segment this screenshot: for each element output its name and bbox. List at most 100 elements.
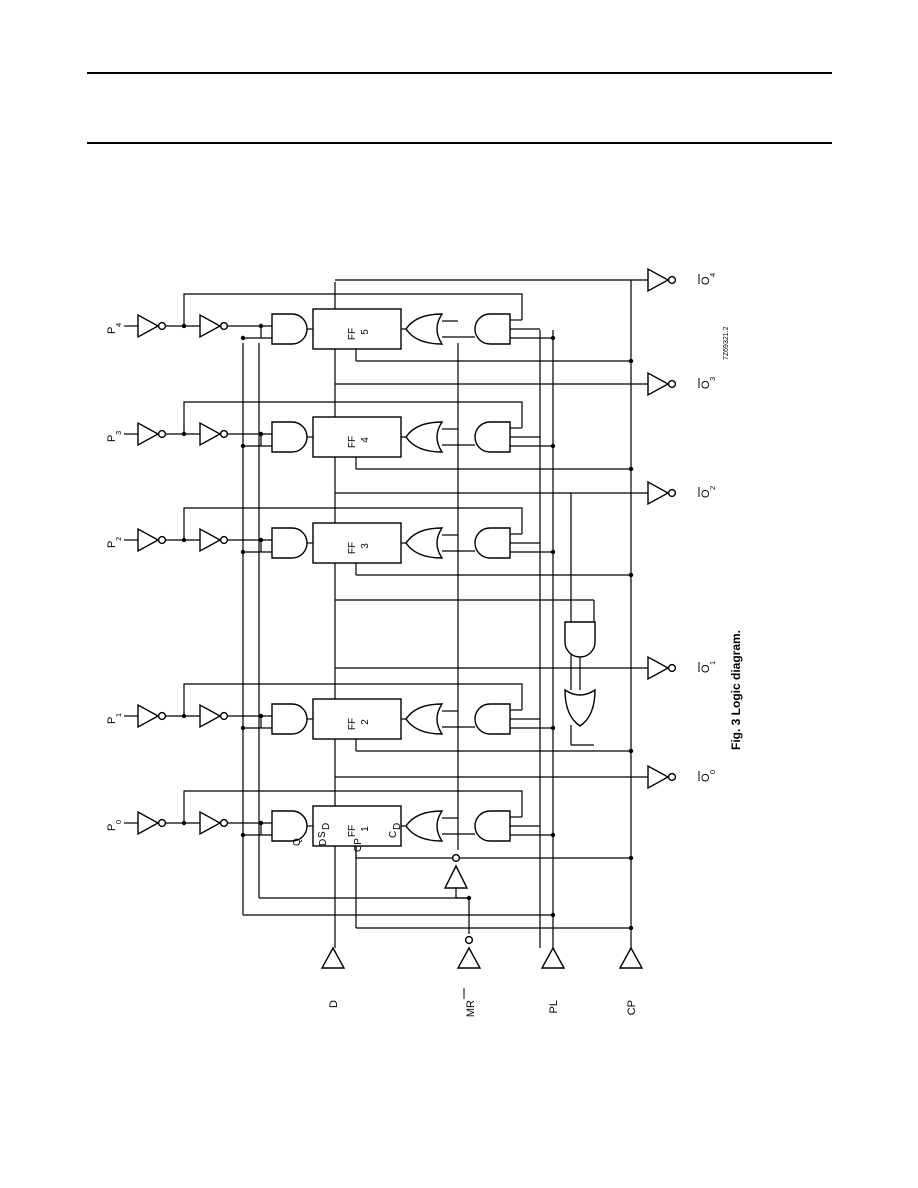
junction-dot — [628, 748, 634, 754]
output-buffer-3 — [647, 372, 677, 396]
output-buffer-1 — [647, 656, 677, 680]
ff-label-1: FF — [347, 825, 358, 837]
p-feedback — [183, 401, 523, 434]
ff-label-3: FF — [347, 542, 358, 554]
p-inverter-2 — [199, 528, 229, 552]
p-input-label-2: P — [106, 541, 118, 548]
and-gate-reset-2 — [474, 527, 511, 559]
junction-dot — [240, 725, 246, 731]
p-input-sub-1: 1 — [114, 713, 123, 717]
or-gate-reset-0 — [405, 810, 443, 842]
and-gate-reset-3 — [474, 421, 511, 453]
junction-dot — [240, 443, 246, 449]
flip-flop-4 — [312, 416, 402, 458]
ff1-pin-cd: C — [388, 831, 399, 838]
mr-to-inverter — [455, 888, 470, 934]
p-input-buffer-2 — [137, 528, 167, 552]
and-gate-reset-1 — [474, 703, 511, 735]
junction-dot — [550, 912, 556, 918]
ff-label-4: FF — [347, 436, 358, 448]
and-gate-reset-4 — [474, 313, 511, 345]
or-gate-reset-2 — [405, 527, 443, 559]
output-sub-2: 2 — [708, 486, 717, 490]
output-buffer-4 — [647, 268, 677, 292]
header-rule — [87, 142, 832, 144]
top-rule — [87, 72, 832, 74]
and-gate-set-4 — [271, 313, 308, 345]
junction-dot — [240, 335, 246, 341]
output-buffer-2 — [647, 481, 677, 505]
and-gate-reset-0 — [474, 810, 511, 842]
decoder-and-gate — [564, 621, 596, 658]
p-input-buffer-4 — [137, 314, 167, 338]
output-sub-1: 1 — [708, 661, 717, 665]
junction-dot — [628, 925, 634, 931]
junction-dot — [466, 895, 472, 901]
p-input-sub-0: 0 — [114, 820, 123, 824]
p-input-buffer-0 — [137, 811, 167, 835]
p-input-label-0: P — [106, 824, 118, 831]
p-inverter-1 — [199, 704, 229, 728]
p-inverter-3 — [199, 422, 229, 446]
p-input-sub-3: 3 — [114, 431, 123, 435]
output-buffer-0 — [647, 765, 677, 789]
ff-label-2: FF — [347, 718, 358, 730]
junction-dot — [550, 725, 556, 731]
junction-dot — [550, 443, 556, 449]
junction-dot — [258, 431, 264, 437]
junction-dot — [240, 832, 246, 838]
figure-code: 7Z69321.2 — [723, 326, 730, 360]
ff1-pin-cp: CP — [353, 838, 364, 852]
ff-number-2: 2 — [360, 719, 371, 725]
input-label-mr: MR — [465, 1000, 477, 1017]
output-sub-3: 3 — [708, 377, 717, 381]
p-input-label-1: P — [106, 717, 118, 724]
output-sub-0: 0 — [708, 770, 717, 774]
junction-dot — [550, 335, 556, 341]
junction-dot — [628, 572, 634, 578]
p-input-buffer-1 — [137, 704, 167, 728]
ff1-pin-sd-sub: D — [321, 823, 332, 830]
junction-dot — [628, 466, 634, 472]
and-gate-set-1 — [271, 703, 308, 735]
ff-label-5: FF — [347, 328, 358, 340]
p-feedback — [183, 683, 523, 716]
junction-dot — [258, 323, 264, 329]
ff1-pin-labels: D Q — [292, 838, 329, 846]
pl-input-buffer — [540, 946, 566, 969]
input-label-pl: PL — [548, 1000, 560, 1013]
output-label-4: O — [700, 276, 712, 285]
flip-flop-1 — [312, 805, 402, 847]
cp-input-buffer — [618, 946, 644, 969]
and-gate-set-3 — [271, 421, 308, 453]
and-gate-set-2 — [271, 527, 308, 559]
decoder-or-gate — [564, 689, 596, 727]
ff-number-5: 5 — [360, 329, 371, 335]
figure-caption: Fig. 3 Logic diagram. — [729, 630, 743, 750]
p-input-sub-2: 2 — [114, 537, 123, 541]
input-label-d: D — [328, 1000, 340, 1008]
junction-dot — [258, 713, 264, 719]
and-gate-set-0 — [271, 810, 308, 842]
or-gate-reset-1 — [405, 703, 443, 735]
flip-flop-3 — [312, 522, 402, 564]
output-label-1: O — [700, 664, 712, 673]
junction-dot — [258, 820, 264, 826]
p-inverter-0 — [199, 811, 229, 835]
flip-flop-5 — [312, 308, 402, 350]
output-label-0: O — [700, 773, 712, 782]
p-feedback — [183, 790, 523, 823]
junction-dot — [628, 855, 634, 861]
junction-dot — [550, 832, 556, 838]
output-label-2: O — [700, 489, 712, 498]
output-sub-4: 4 — [708, 273, 717, 277]
junction-dot — [628, 358, 634, 364]
ff1-pin-d: D — [318, 839, 329, 846]
p-feedback — [183, 293, 523, 326]
mr-inverter — [443, 853, 469, 889]
p-input-label-3: P — [106, 435, 118, 442]
p-inverter-4 — [199, 314, 229, 338]
p-input-sub-4: 4 — [114, 323, 123, 327]
flip-flop-2 — [312, 698, 402, 740]
